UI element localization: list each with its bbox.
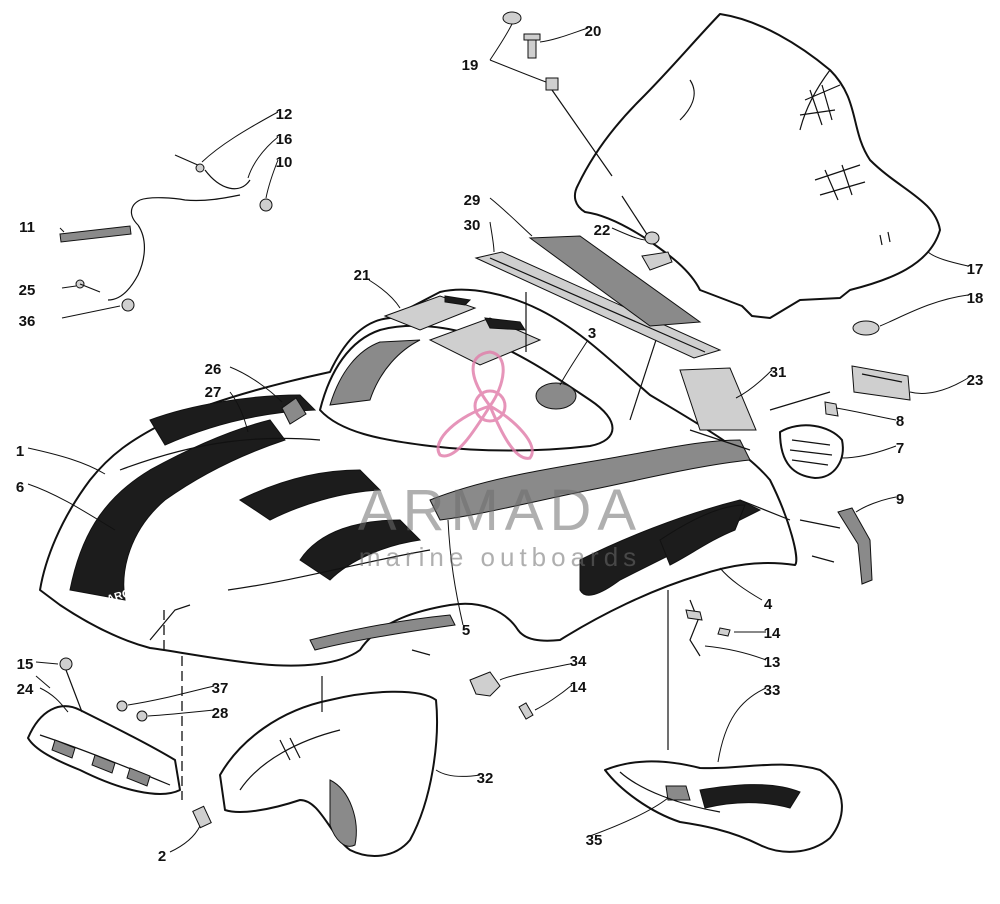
callout-8: 8 [896, 413, 904, 430]
callout-1: 1 [16, 443, 24, 460]
watermark: ARMADA marine outboards [358, 350, 642, 572]
callout-29: 29 [464, 192, 481, 209]
callout-28: 28 [212, 705, 229, 722]
callout-6: 6 [16, 479, 24, 496]
callout-20: 20 [585, 23, 602, 40]
callout-10: 10 [276, 154, 293, 171]
windshield-fasteners [502, 11, 673, 271]
plate-31 [679, 367, 757, 431]
callout-13: 13 [764, 654, 781, 671]
callout-2: 2 [158, 848, 166, 865]
callout-25: 25 [19, 282, 36, 299]
hood: ARCTIC CAT [39, 288, 798, 667]
windshield [573, 13, 941, 319]
small-fasteners [59, 657, 212, 829]
callout-18: 18 [967, 290, 984, 307]
cable-assembly [59, 154, 273, 312]
callout-15: 15 [17, 656, 34, 673]
watermark-brand: ARMADA [358, 478, 642, 543]
propeller-logo-icon [436, 350, 534, 460]
callout-36: 36 [19, 313, 36, 330]
callout-12: 12 [276, 106, 293, 123]
tray-33 [604, 760, 843, 853]
callout-21: 21 [354, 267, 371, 284]
callout-11: 11 [19, 219, 35, 236]
bumper-24 [27, 705, 181, 795]
leader-lines [27, 23, 969, 853]
callout-24: 24 [17, 681, 34, 698]
callout-3: 3 [588, 325, 596, 342]
callout-26: 26 [205, 361, 222, 378]
clip-34 [411, 649, 534, 720]
callout-7: 7 [896, 440, 904, 457]
alignment-lines [163, 292, 841, 800]
callout-9: 9 [896, 491, 904, 508]
callout-17: 17 [967, 261, 984, 278]
callout-16: 16 [276, 131, 293, 148]
callout-27: 27 [205, 384, 222, 401]
callout-22: 22 [594, 222, 611, 239]
callout-labels: 1234567891011121314141516171819202122232… [16, 23, 984, 865]
callout-5: 5 [462, 622, 470, 639]
callout-35: 35 [586, 832, 603, 849]
lower-cover-32 [219, 690, 438, 857]
callout-31: 31 [770, 364, 787, 381]
callout-37: 37 [212, 680, 229, 697]
callout-34: 34 [570, 653, 587, 670]
callout-33: 33 [764, 682, 781, 699]
callout-19: 19 [462, 57, 479, 74]
callout-14: 14 [570, 679, 587, 696]
decal-21 [383, 295, 477, 331]
callout-4: 4 [764, 596, 773, 613]
bracket-13 [685, 599, 731, 657]
callout-23: 23 [967, 372, 984, 389]
callout-14: 14 [764, 625, 781, 642]
callout-32: 32 [477, 770, 494, 787]
side-vent-parts [779, 365, 911, 585]
part-3 [535, 382, 577, 410]
watermark-tagline: marine outboards [359, 542, 641, 572]
callout-30: 30 [464, 217, 481, 234]
decal-strips [474, 235, 722, 359]
nut-part [852, 320, 880, 336]
